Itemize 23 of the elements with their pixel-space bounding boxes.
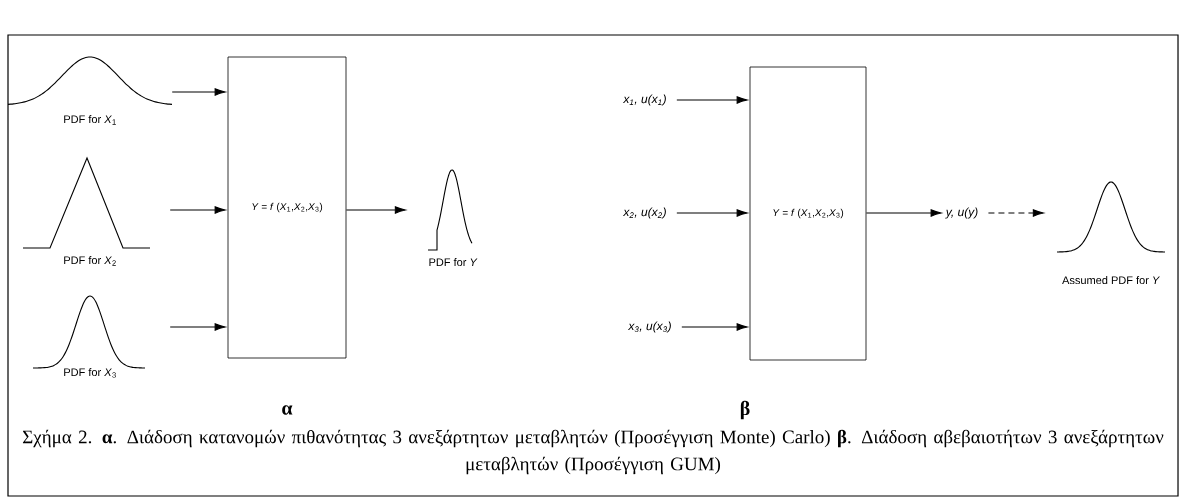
- arrow: [171, 88, 226, 96]
- panel-letter: α: [282, 405, 293, 415]
- pdf-label: Assumed PDF for Y: [1062, 276, 1160, 285]
- arrow: [676, 96, 748, 104]
- pdf-label: PDF for X$_{3}$: [64, 368, 116, 378]
- pdf-label: PDF for Y: [429, 258, 478, 267]
- caption: Σχήμα 2. α. Διάδοση κατανομών πιθανότητας 3 ανεξάρτητων μεταβλητών (Προσέγγιση Monte) Carlo) β. Διάδοση αβεβαιοτήτων 3 ανεξάρτητων μεταβλητών (Προσέγγιση GUM): [22, 429, 1164, 475]
- arrow: [169, 323, 226, 331]
- pdf-label: PDF for X$_{2}$: [64, 256, 116, 266]
- arrow: [681, 323, 748, 331]
- arrow: [865, 209, 942, 217]
- arrow: [345, 206, 406, 214]
- arrow: [676, 209, 748, 217]
- arrow: [169, 206, 226, 214]
- input-label: x$_{1}$, u(x$_{1}$): [622, 94, 666, 106]
- input-label: x$_{2}$, u(x$_{2}$): [622, 207, 666, 219]
- panel-letter: β: [740, 400, 750, 420]
- function-box: Y = f (X$_{1}$,X$_{2}$,X$_{3}$): [749, 66, 867, 361]
- input-label: x$_{3}$, u(x$_{3}$): [627, 321, 671, 333]
- function-box: Y = f (X$_{1}$,X$_{2}$,X$_{3}$): [227, 56, 347, 359]
- input-label: y, u(y): [945, 207, 978, 219]
- arrow: [987, 209, 1044, 217]
- pdf-label: PDF for X$_{1}$: [64, 115, 116, 125]
